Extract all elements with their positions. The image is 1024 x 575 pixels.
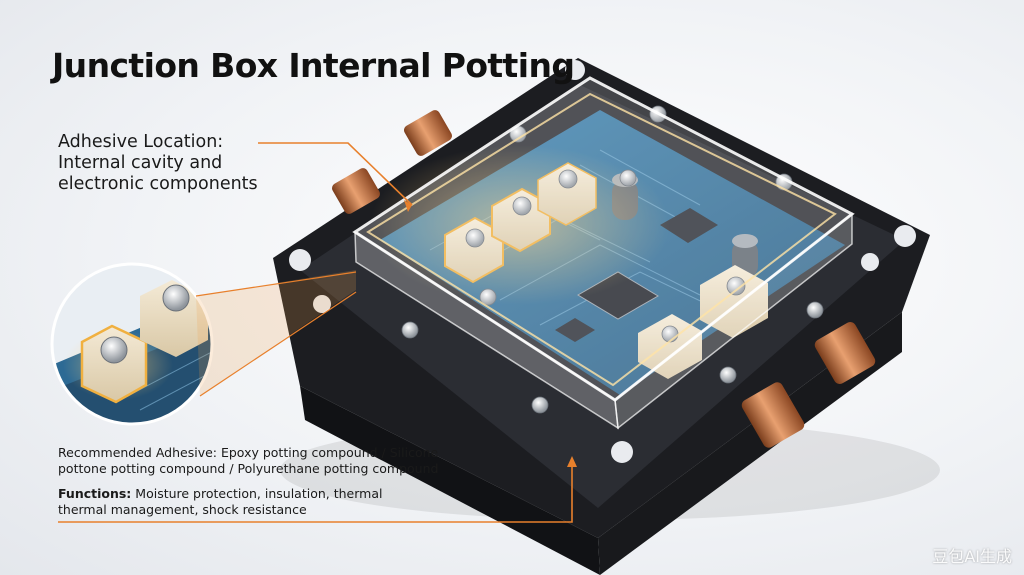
recommended-adhesive-text: Recommended Adhesive: Epoxy potting comp… (58, 445, 438, 477)
adhesive-location-text: Adhesive Location: Internal cavity and e… (58, 132, 258, 195)
functions-text: Functions: Moisture protection, insulati… (58, 486, 382, 518)
location-line: electronic components (58, 174, 258, 194)
recommended-line: Recommended Adhesive: Epoxy potting comp… (58, 445, 439, 460)
recommended-line: pottone potting compound / Polyurethane … (58, 461, 439, 476)
screw-icon (162, 284, 190, 312)
mount-hole-icon (611, 441, 633, 463)
watermark: 豆包AI生成 (932, 547, 1012, 566)
mount-hole-icon (861, 253, 879, 271)
functions-line: thermal management, shock resistance (58, 502, 307, 517)
mount-hole-icon (565, 60, 585, 80)
location-line: Adhesive Location: (58, 132, 224, 152)
mount-hole-icon (289, 249, 311, 271)
location-line: Internal cavity and (58, 153, 223, 173)
callout-lines (58, 142, 577, 523)
mount-hole-icon (313, 295, 331, 313)
functions-label: Functions: (58, 486, 132, 501)
page-title: Junction Box Internal Potting (52, 46, 575, 85)
zoom-cone (196, 270, 356, 396)
magnified-detail (50, 262, 357, 426)
screw-icon (100, 336, 128, 364)
functions-line: Moisture protection, insulation, thermal (131, 486, 383, 501)
mount-hole-icon (894, 225, 916, 247)
copper-cable-gland-icon (332, 110, 876, 448)
terminal-block-icon (80, 324, 148, 404)
terminal-block-icon (444, 162, 768, 379)
transparent-lid (352, 76, 855, 430)
terminal-block-icon (140, 280, 208, 357)
